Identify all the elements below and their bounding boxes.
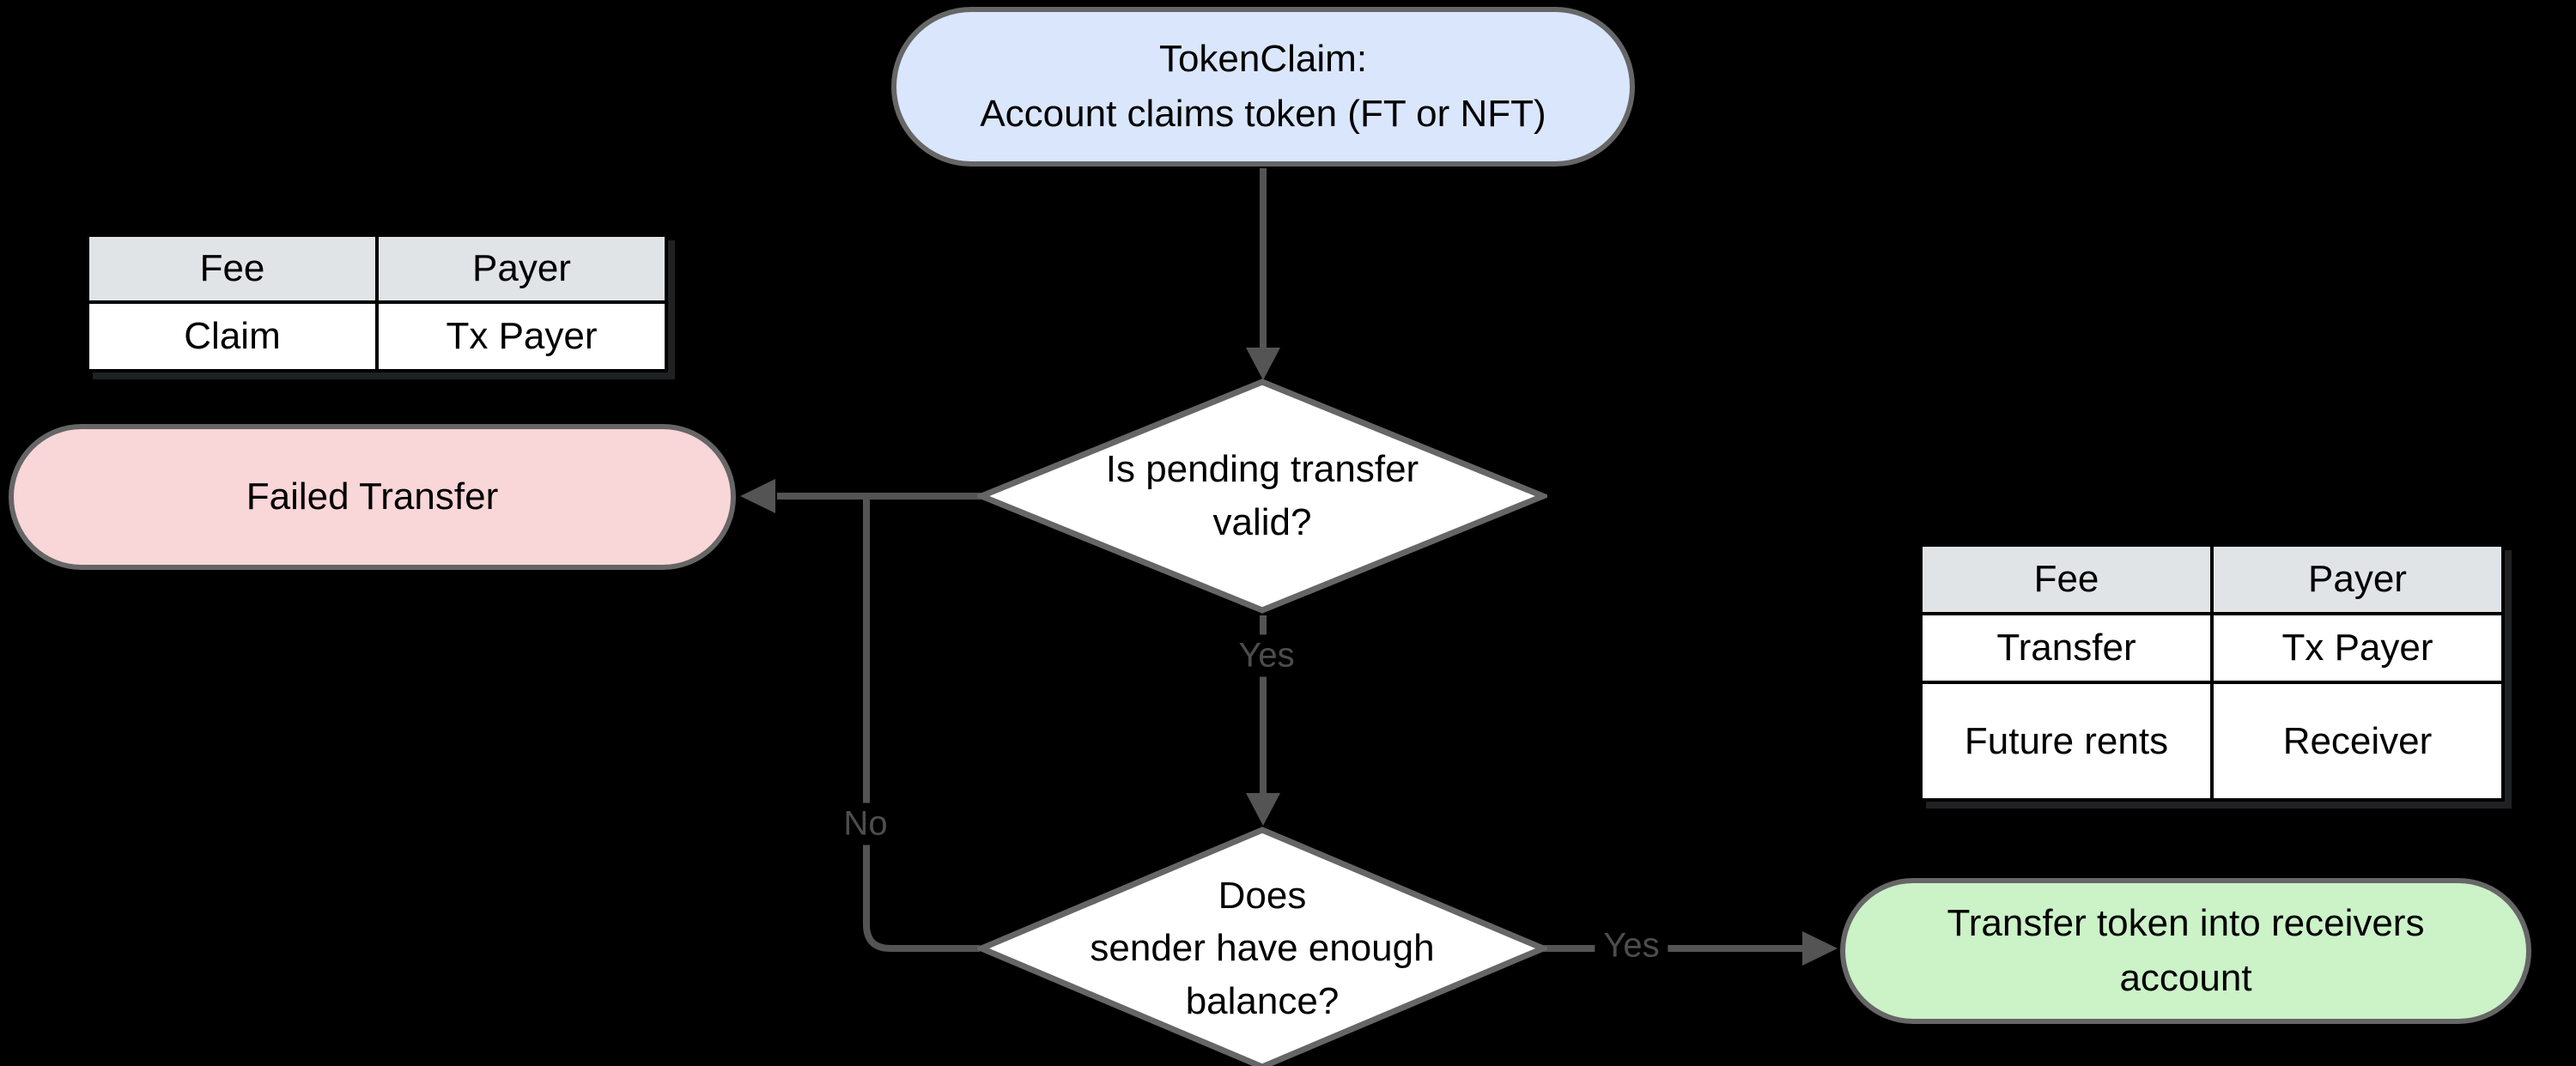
table-row: Claim Tx Payer xyxy=(86,300,668,372)
table-header-cell: Fee xyxy=(1919,543,2214,615)
table-row: Future rents Receiver xyxy=(1919,681,2505,802)
edge-label-no: No xyxy=(835,803,896,845)
arrowhead-left-icon xyxy=(740,479,775,513)
edge-decision2-no-to-failed-transfer xyxy=(863,496,980,952)
transfer-token-line1: Transfer token into receivers xyxy=(1947,902,2425,945)
table-cell: Receiver xyxy=(2210,681,2505,802)
node-token-claim: TokenClaim: Account claims token (FT or … xyxy=(891,7,1635,167)
table-header-row: Fee Payer xyxy=(1919,543,2505,615)
table-header-cell: Payer xyxy=(2210,543,2505,615)
decision-pending-valid-label: Is pending transfer valid? xyxy=(1105,448,1419,543)
arrowhead-down-icon xyxy=(1246,793,1280,826)
node-transfer-token: Transfer token into receivers account xyxy=(1840,878,2531,1024)
decision-enough-balance-label: Does sender have enough balance? xyxy=(1090,874,1435,1022)
table-header-row: Fee Payer xyxy=(86,233,668,304)
node-decision-pending-valid: Is pending transfer valid? xyxy=(977,378,1547,615)
transfer-fees-table: Fee Payer Transfer Tx Payer Future rents… xyxy=(1919,543,2505,802)
edge-label-yes: Yes xyxy=(1230,634,1303,677)
edge-label-yes: Yes xyxy=(1595,924,1668,967)
table-cell: Future rents xyxy=(1919,681,2214,802)
edge-decision2-yes-to-transfer xyxy=(1543,931,1838,966)
transfer-token-line2: account xyxy=(2119,957,2252,999)
token-claim-line1: TokenClaim: xyxy=(1158,38,1368,81)
table-cell: Claim xyxy=(86,300,379,372)
table-cell: Tx Payer xyxy=(2210,612,2505,684)
edge-tokenclaim-to-decision1 xyxy=(1246,168,1280,380)
arrowhead-right-icon xyxy=(1802,931,1838,966)
table-cell: Transfer xyxy=(1919,612,2214,684)
claim-fees-table: Fee Payer Claim Tx Payer xyxy=(86,233,668,372)
node-decision-enough-balance: Does sender have enough balance? xyxy=(977,826,1547,1066)
table-cell: Tx Payer xyxy=(375,300,668,372)
edge-decision1-to-failed-transfer xyxy=(740,479,981,513)
table-row: Transfer Tx Payer xyxy=(1919,612,2505,684)
table-header-cell: Payer xyxy=(375,233,668,304)
token-claim-line2: Account claims token (FT or NFT) xyxy=(980,93,1546,135)
diamond-shape xyxy=(977,379,1547,614)
node-failed-transfer: Failed Transfer xyxy=(9,424,736,570)
diamond-shape xyxy=(977,827,1547,1066)
table-header-cell: Fee xyxy=(86,233,379,304)
failed-transfer-label: Failed Transfer xyxy=(246,475,499,518)
arrowhead-down-icon xyxy=(1246,348,1280,380)
